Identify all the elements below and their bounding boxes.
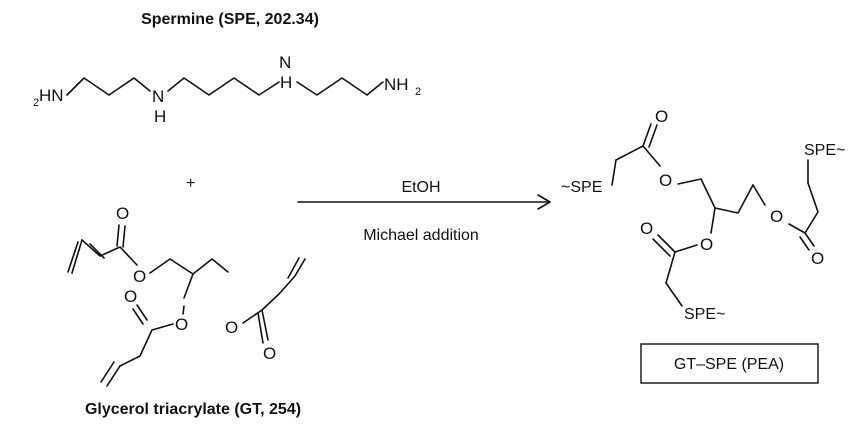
spermine-left-amine-subscript: 2 xyxy=(33,97,39,109)
product-right-ester-o: O xyxy=(770,207,783,226)
product-top-ester-o: O xyxy=(659,171,672,190)
product-structure: ~SPE O O O SPE~ O O O SPE~ GT–SPE (PEA) xyxy=(561,107,845,384)
spermine-structure: Spermine (SPE, 202.34) 2 HN N H N H NH 2 xyxy=(33,11,421,126)
product-spe-left-label: ~SPE xyxy=(561,179,602,196)
product-mid-carbonyl-o: O xyxy=(640,219,653,238)
product-mid-ester-o: O xyxy=(700,235,713,254)
gt-top-ester-o: O xyxy=(133,267,146,286)
spermine-chain-1 xyxy=(66,77,151,96)
gt-mid-ester-o: O xyxy=(175,315,188,334)
arrow-condition-solvent: EtOH xyxy=(401,179,440,196)
product-spe-right-label: SPE~ xyxy=(804,142,845,159)
product-label-box xyxy=(640,343,819,384)
product-label: GT–SPE (PEA) xyxy=(674,356,784,373)
spermine-chain-3 xyxy=(296,77,384,96)
spermine-chain-2 xyxy=(167,77,280,96)
spermine-h2-label: H xyxy=(280,73,292,92)
spermine-title: Spermine (SPE, 202.34) xyxy=(141,11,319,28)
glycerol-title: Glycerol triacrylate (GT, 254) xyxy=(85,401,301,418)
reaction-arrow-group: EtOH Michael addition xyxy=(297,179,551,244)
spermine-n1-label: N xyxy=(152,87,164,106)
spermine-right-amine-label: NH xyxy=(384,75,409,94)
arrow-condition-reaction-type: Michael addition xyxy=(363,227,479,244)
gt-right-ester-o: O xyxy=(225,318,238,337)
product-top-carbonyl-o: O xyxy=(655,107,668,126)
spermine-right-amine-subscript: 2 xyxy=(415,86,421,98)
spermine-n2-label: N xyxy=(279,53,291,72)
gt-top-carbonyl-o: O xyxy=(116,204,129,223)
gt-right-carbonyl-o: O xyxy=(263,344,276,363)
product-right-carbonyl-o: O xyxy=(811,249,824,268)
product-spe-bottom-label: SPE~ xyxy=(684,306,725,323)
spermine-left-amine-label: HN xyxy=(39,86,64,105)
gt-mid-carbonyl-o: O xyxy=(124,287,137,306)
reaction-arrow-head xyxy=(537,194,551,210)
glycerol-triacrylate-structure: O O O O O O Glycerol triacrylate (GT, 25… xyxy=(67,204,306,418)
spermine-h1-label: H xyxy=(154,107,166,126)
plus-sign: + xyxy=(186,175,195,192)
